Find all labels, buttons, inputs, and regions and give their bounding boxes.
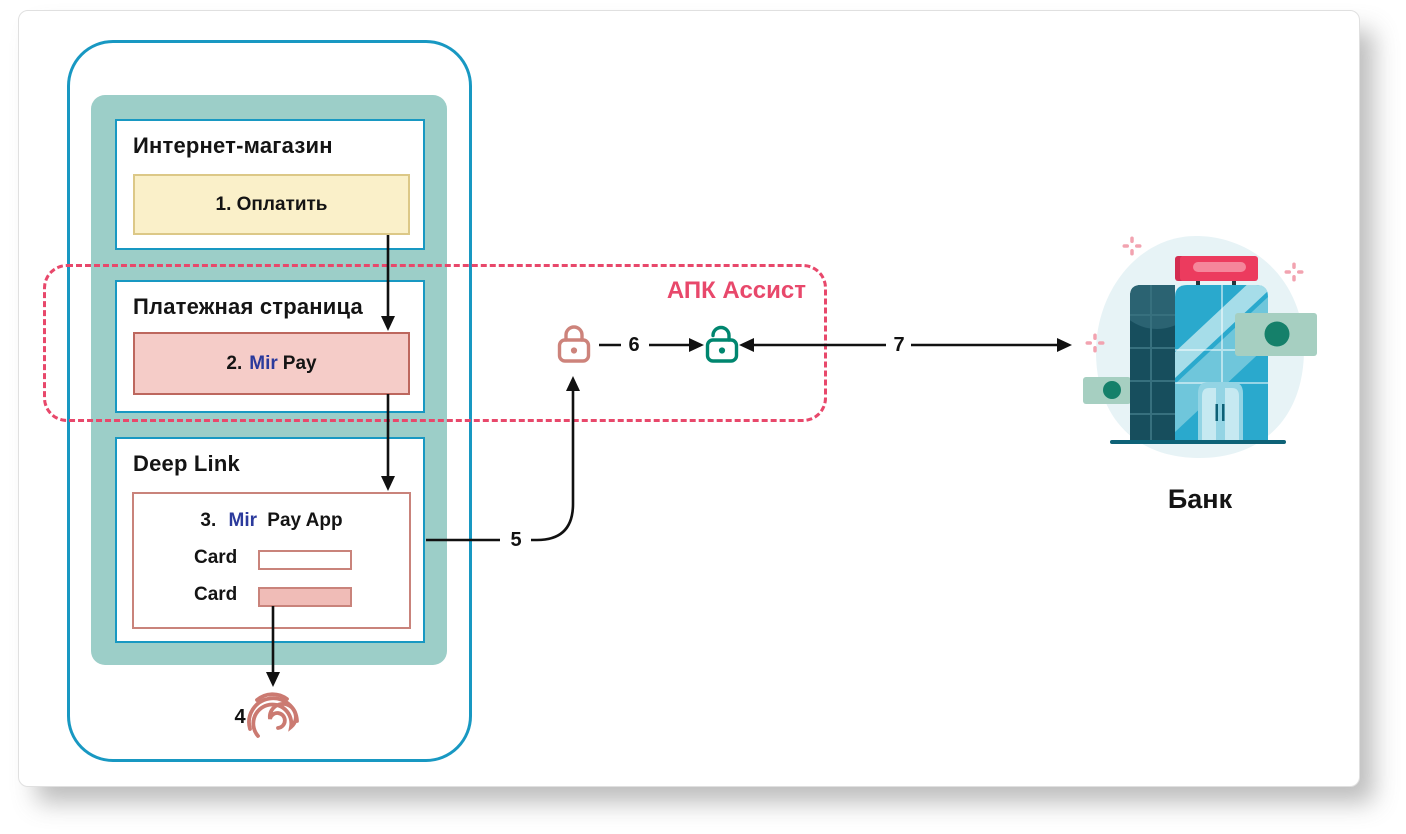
pay-button: 1. Оплатить (133, 174, 410, 235)
mir-pay-app-title: 3. Mir Pay App (134, 510, 409, 532)
mir-pay-app-rest: Pay App (267, 510, 343, 531)
step-6-label: 6 (628, 334, 640, 356)
mir-pay-app-box: 3. Mir Pay App Card Card (132, 492, 411, 629)
step-5-label: 5 (510, 529, 522, 551)
assist-frame: АПК Ассист (43, 264, 827, 422)
deeplink-box: Deep Link 3. Mir Pay App Card Card (115, 437, 425, 643)
deeplink-title: Deep Link (133, 451, 240, 476)
shop-title: Интернет-магазин (133, 133, 333, 158)
bank-label: Банк (1167, 484, 1233, 514)
card-label: Card (194, 547, 238, 568)
mir-pay-button: 2. Mir Pay (133, 332, 410, 395)
card-label: Card (194, 584, 238, 605)
mir-brand-label: Mir (228, 510, 258, 531)
card-input-filled (258, 587, 352, 607)
mir-brand-label: Mir (249, 352, 278, 374)
mir-pay-step: 2. (226, 352, 243, 374)
payment-page-title: Платежная страница (133, 294, 363, 319)
step-7-label: 7 (893, 334, 905, 356)
shop-box: Интернет-магазин 1. Оплатить (115, 119, 425, 250)
card-input-empty (258, 550, 352, 570)
assist-label: АПК Ассист (666, 277, 806, 304)
mir-pay-rest: Pay (282, 352, 317, 374)
payment-page-box: Платежная страница 2. Mir Pay (115, 280, 425, 413)
step-4-label: 4 (234, 706, 246, 728)
mir-pay-app-step: 3. (200, 510, 217, 531)
